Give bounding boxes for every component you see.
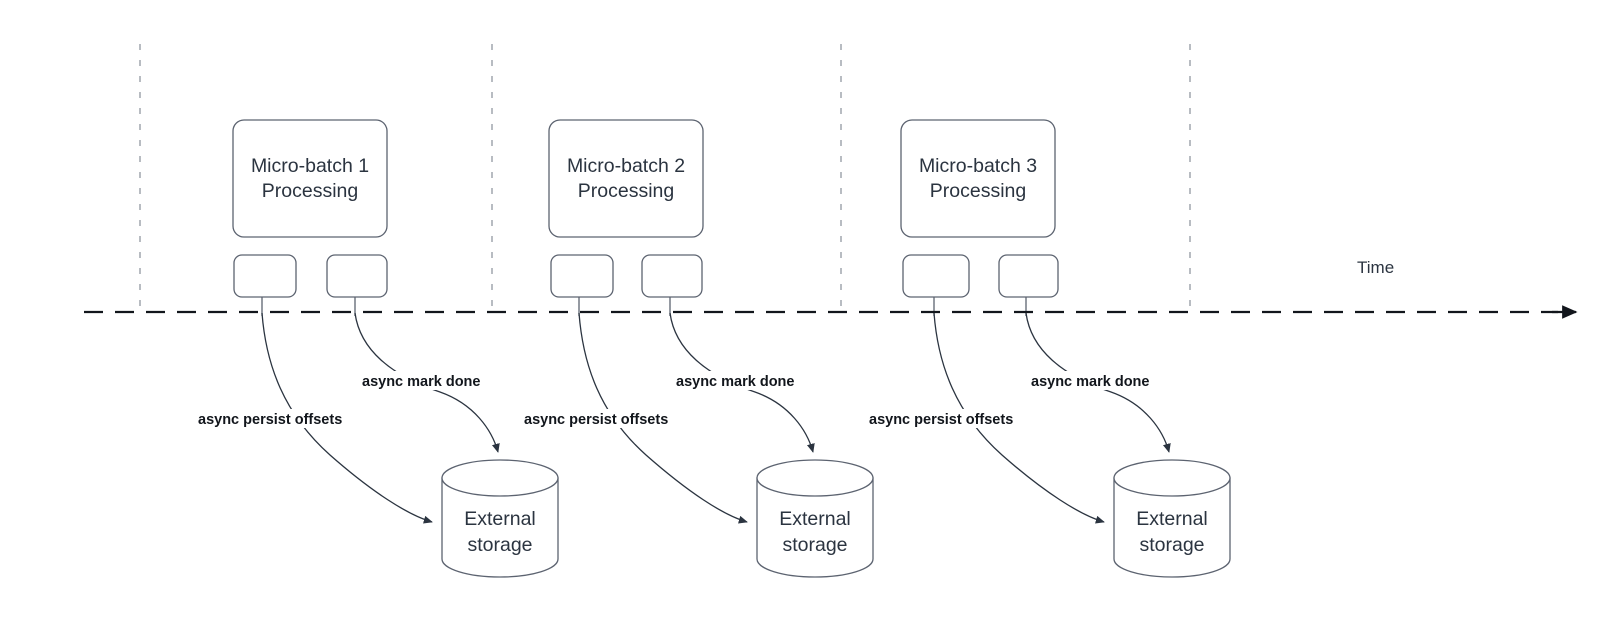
external-storage-1-label-line2: storage bbox=[467, 534, 532, 556]
mark-done-edge-3 bbox=[1025, 312, 1171, 453]
mark-done-label-bg-1 bbox=[358, 371, 502, 390]
mark-done-label-bg-2 bbox=[672, 371, 816, 390]
task-box-2b[interactable] bbox=[641, 254, 703, 298]
external-storage-3[interactable]: External storage bbox=[1113, 459, 1231, 578]
micro-batch-group-3: Micro-batch 3 Processing async mark done… bbox=[865, 119, 1231, 578]
mark-done-label-1: async mark done bbox=[362, 374, 480, 390]
persist-offsets-label-1: async persist offsets bbox=[198, 412, 342, 428]
time-axis-group: Time bbox=[84, 258, 1578, 319]
micro-batch-group-2: Micro-batch 2 Processing async mark done… bbox=[520, 119, 874, 578]
task-box-1b[interactable] bbox=[326, 254, 388, 298]
persist-offsets-label-2: async persist offsets bbox=[524, 412, 668, 428]
external-storage-3-label-line1: External bbox=[1136, 508, 1208, 530]
external-storage-2-label-line2: storage bbox=[782, 534, 847, 556]
persist-offsets-edge-2 bbox=[578, 312, 748, 524]
persist-offsets-label-3: async persist offsets bbox=[869, 412, 1013, 428]
micro-batch-3-label-line2: Processing bbox=[930, 180, 1026, 202]
mark-done-edge-1 bbox=[354, 312, 500, 453]
task-box-3a[interactable] bbox=[902, 254, 970, 298]
micro-batch-1-box[interactable] bbox=[232, 119, 388, 238]
micro-batch-group-1: Micro-batch 1 Processing async mark done… bbox=[194, 119, 559, 578]
time-axis-label: Time bbox=[1357, 258, 1394, 277]
micro-batch-1-label-line1: Micro-batch 1 bbox=[251, 155, 369, 177]
micro-batch-1-label-line2: Processing bbox=[262, 180, 358, 202]
persist-offsets-label-bg-3 bbox=[865, 409, 1045, 428]
micro-batch-3-box[interactable] bbox=[900, 119, 1056, 238]
persist-offsets-label-bg-1 bbox=[194, 409, 374, 428]
external-storage-2[interactable]: External storage bbox=[756, 459, 874, 578]
external-storage-2-label-line1: External bbox=[779, 508, 851, 530]
tick-lines-group bbox=[139, 44, 1191, 312]
micro-batch-2-label-line1: Micro-batch 2 bbox=[567, 155, 685, 177]
micro-batch-3-label-line1: Micro-batch 3 bbox=[919, 155, 1037, 177]
persist-offsets-label-bg-2 bbox=[520, 409, 700, 428]
external-storage-1[interactable]: External storage bbox=[441, 459, 559, 578]
task-box-3b[interactable] bbox=[998, 254, 1059, 298]
persist-offsets-edge-1 bbox=[261, 312, 433, 524]
micro-batch-2-label-line2: Processing bbox=[578, 180, 674, 202]
external-storage-3-label-line2: storage bbox=[1139, 534, 1204, 556]
task-box-2a[interactable] bbox=[550, 254, 614, 298]
task-box-1a[interactable] bbox=[233, 254, 297, 298]
mark-done-label-2: async mark done bbox=[676, 374, 794, 390]
external-storage-1-label-line1: External bbox=[464, 508, 536, 530]
mark-done-label-3: async mark done bbox=[1031, 374, 1149, 390]
mark-done-label-bg-3 bbox=[1027, 371, 1171, 390]
mark-done-edge-2 bbox=[669, 312, 815, 453]
persist-offsets-edge-3 bbox=[933, 312, 1105, 524]
micro-batch-2-box[interactable] bbox=[548, 119, 704, 238]
